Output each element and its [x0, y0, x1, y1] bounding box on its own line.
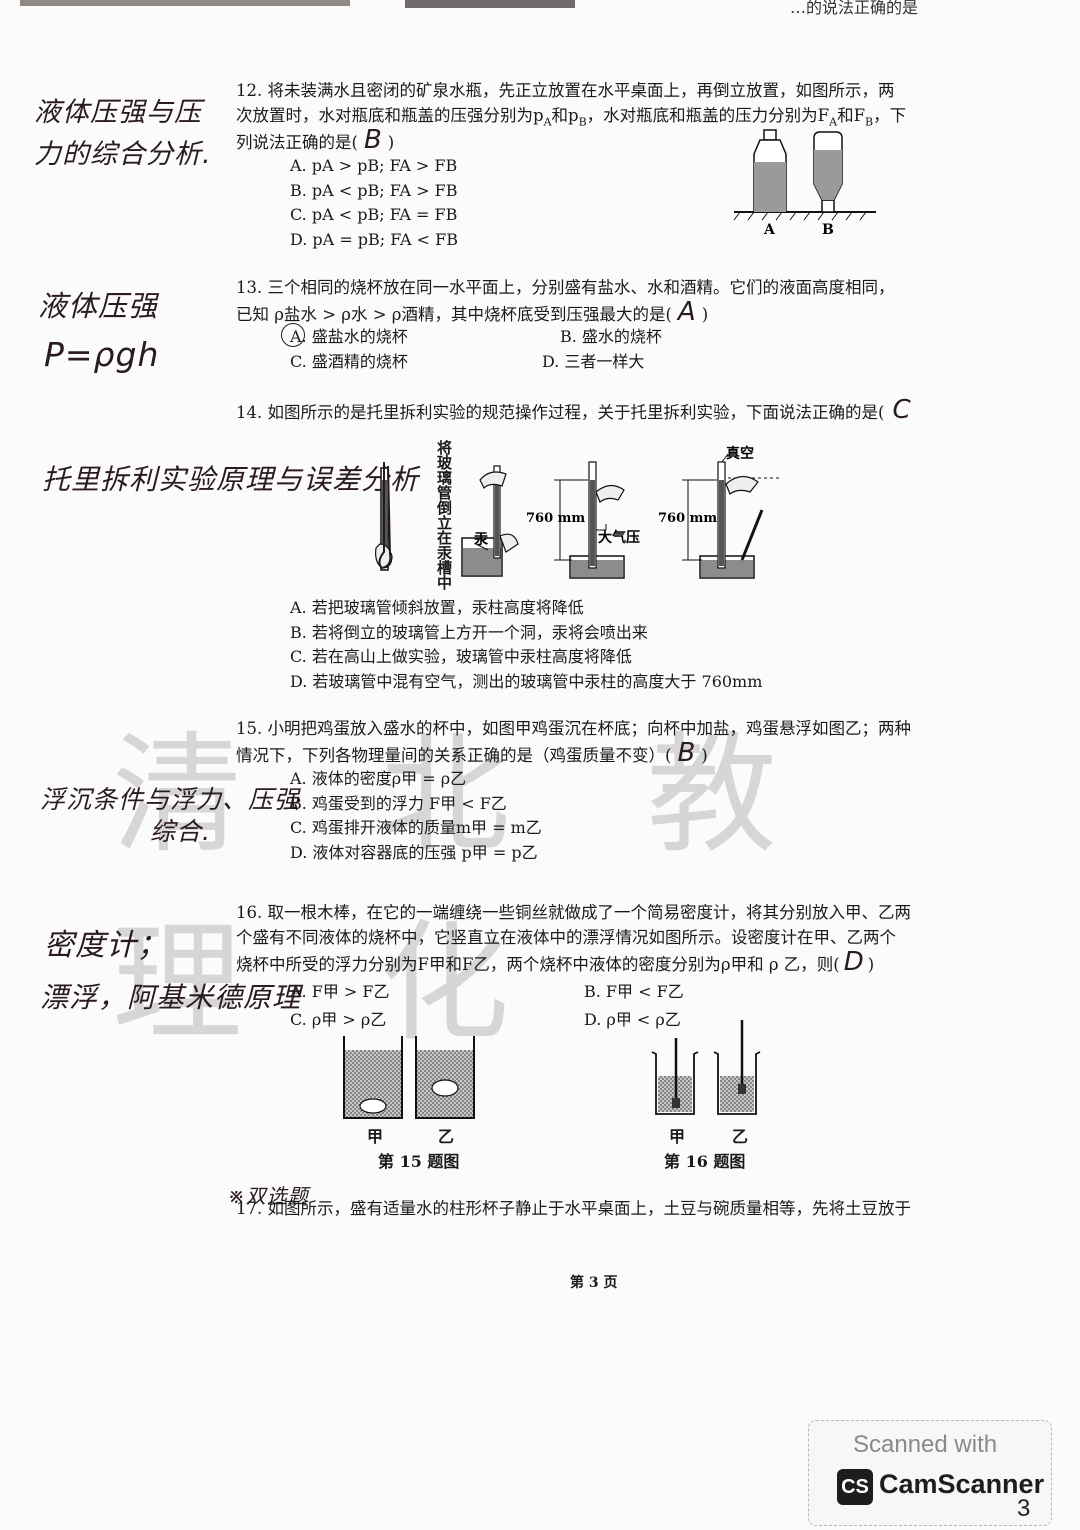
camscanner-logo-icon: CS: [837, 1469, 873, 1505]
q14-fig-760-a: 760 mm: [526, 511, 585, 526]
q12-stem-text-c: ，水对瓶底和瓶盖的压力分别为F: [586, 106, 830, 125]
q15-option-b: B. 鸡蛋受到的浮力 F甲 < F乙: [290, 793, 507, 813]
q15-handwritten-note-1: 浮沉条件与浮力、压强: [40, 785, 301, 814]
q16-answer: D: [843, 947, 864, 977]
q15-stem-line1: 15. 小明把鸡蛋放入盛水的杯中，如图甲鸡蛋沉在杯底；向杯中加盐，鸡蛋悬浮如图乙…: [236, 719, 911, 738]
top-scrap-left: [20, 0, 350, 6]
q16-fig-label-right: 乙: [732, 1127, 749, 1146]
q12-option-d: D. pA = pB; FA < FB: [290, 229, 458, 249]
q13-answer: A: [677, 297, 696, 327]
q14-torricelli-figure: 汞 760 mm 大气压 760 mm 真空: [375, 445, 780, 579]
q12-sub-b: B: [578, 115, 587, 129]
q14-fig-vertical-caption: 将玻璃管倒立在汞槽中: [435, 440, 453, 590]
q15-fig-caption: 第 15 题图: [378, 1152, 460, 1171]
q12-bottle-figure: A B: [733, 129, 876, 238]
q17-stem: 17. 如图所示，盛有适量水的柱形杯子静止于水平桌面上，土豆与碗质量相等，先将土…: [236, 1199, 911, 1218]
q15-option-c: C. 鸡蛋排开液体的质量m甲 = m乙: [290, 818, 542, 837]
q12-options: A. pA > pB; FA > FB B. pA < pB; FA > FB …: [290, 154, 458, 252]
q12-stem-line3: 列说法正确的是( B): [236, 125, 395, 155]
q14-handwritten-sketch: [378, 462, 392, 570]
q15-stem-text: 情况下，下列各物理量间的关系正确的是（鸡蛋质量不变）(: [236, 746, 672, 765]
header-partial-text: …的说法正确的是: [790, 0, 919, 17]
q15-egg-figure: [343, 1036, 475, 1119]
q13-handwritten-note-1: 液体压强: [38, 289, 159, 323]
q16-option-d: D. ρ甲 < ρ乙: [584, 1010, 681, 1029]
camscanner-brand: CamScanner: [879, 1469, 1045, 1499]
q14-options: A. 若把玻璃管倾斜放置，汞柱高度将降低 B. 若将倒立的玻璃管上方开一个洞，汞…: [290, 596, 762, 694]
q14-option-c: C. 若在高山上做实验，玻璃管中汞柱高度将降低: [290, 647, 632, 666]
top-scrap-mid: [405, 0, 575, 8]
q15-fig-label-left: 甲: [367, 1127, 384, 1146]
q12-sub-c: A: [829, 115, 838, 129]
q15-options: A. 液体的密度ρ甲 = ρ乙 B. 鸡蛋受到的浮力 F甲 < F乙 C. 鸡蛋…: [290, 767, 542, 865]
q14-answer: C: [892, 395, 911, 425]
q16-stem-text: 烧杯中所受的浮力分别为F甲和F乙，两个烧杯中液体的密度分别为ρ甲和 ρ 乙，则(: [236, 955, 840, 974]
q15-option-a: A. 液体的密度ρ甲 = ρ乙: [290, 769, 467, 788]
q15-close: ): [701, 746, 708, 765]
watermark: 清 北 教 理 化: [112, 719, 825, 1059]
q15-fig-label-right: 乙: [438, 1127, 455, 1146]
q12-fig-label-a: A: [763, 222, 776, 238]
q16-stem-line3: 烧杯中所受的浮力分别为F甲和F乙，两个烧杯中液体的密度分别为ρ甲和 ρ 乙，则(…: [236, 947, 875, 977]
q14-stem-text: 14. 如图所示的是托里拆利实验的规范操作过程，关于托里拆利实验，下面说法正确的…: [236, 403, 885, 422]
q12-stem-text-e: ，下: [873, 106, 907, 125]
q12-stem-text-d: 和F: [837, 106, 866, 125]
q14-option-d: D. 若玻璃管中混有空气，测出的玻璃管中汞柱的高度大于 760mm: [290, 671, 763, 691]
q12-option-c: C. pA < pB; FA = FB: [290, 205, 458, 224]
q13-option-b: B. 盛水的烧杯: [560, 327, 662, 346]
q15-stem-line2: 情况下，下列各物理量间的关系正确的是（鸡蛋质量不变）( B): [236, 738, 708, 768]
q16-close: ): [867, 955, 875, 974]
q12-sub-d: B: [865, 115, 874, 129]
q14-fig-vacuum: 真空: [726, 445, 754, 462]
q12-stem-line2: 次放置时，水对瓶底和瓶盖的压强分别为pA和pB，水对瓶底和瓶盖的压力分别为FA和…: [236, 103, 906, 134]
q13-option-c: C. 盛酒精的烧杯: [290, 352, 408, 371]
q12-stem-text-b: 和p: [551, 106, 579, 125]
page-number: 第 3 页: [570, 1275, 618, 1291]
q12-close: ): [387, 133, 395, 152]
q12-handwritten-note: 液体压强与压力的综合分析.: [34, 97, 212, 170]
q13-handwritten-formula: P=ρgh: [44, 335, 160, 374]
q13-stem-line2: 已知 ρ盐水 > ρ水 > ρ酒精，其中烧杯底受到压强最大的是( A): [236, 297, 709, 327]
q12-answer: B: [363, 125, 382, 155]
q12-option-a: A. pA > pB; FA > FB: [290, 156, 458, 175]
q13-stem-line1: 13. 三个相同的烧杯放在同一水平面上，分别盛有盐水、水和酒精。它们的液面高度相…: [236, 278, 895, 297]
q15-answer: B: [677, 738, 696, 768]
q16-option-c: C. ρ甲 > ρ乙: [290, 1010, 387, 1029]
camscanner-caption: Scanned with: [853, 1431, 998, 1458]
q16-stem-line1: 16. 取一根木棒，在它的一端缠绕一些铜丝就做成了一个简易密度计，将其分别放入甲…: [236, 903, 911, 922]
q13-close: ): [701, 305, 709, 324]
q16-option-a: A. F甲 > F乙: [290, 982, 390, 1001]
top-edge: …的说法正确的是: [0, 0, 1080, 17]
q12-stem-line1: 12. 将未装满水且密闭的矿泉水瓶，先正立放置在水平桌面上，再倒立放置，如图所示…: [236, 81, 895, 100]
q14-option-a: A. 若把玻璃管倾斜放置，汞柱高度将降低: [290, 598, 584, 617]
q12-stem-text-a: 次放置时，水对瓶底和瓶盖的压强分别为p: [236, 106, 544, 125]
q14-option-b: B. 若将倒立的玻璃管上方开一个洞，汞将会喷出来: [290, 622, 648, 642]
q13-option-a: A. 盛盐水的烧杯: [290, 327, 408, 346]
q17-handwritten-note: ※双选题: [228, 1184, 309, 1208]
q12-fig-label-b: B: [822, 222, 834, 238]
q16-handwritten-note-2: 漂浮，阿基米德原理: [40, 981, 302, 1014]
q13-option-d: D. 三者一样大: [542, 352, 645, 371]
q13-circle-mark: [281, 323, 305, 347]
q14-stem: 14. 如图所示的是托里拆利实验的规范操作过程，关于托里拆利实验，下面说法正确的…: [236, 395, 911, 425]
q14-fig-760-b: 760 mm: [658, 511, 717, 526]
q14-fig-mercury: 汞: [473, 532, 489, 548]
q16-handwritten-note-1: 密度计；: [44, 928, 168, 963]
q16-stem-line2: 个盛有不同液体的烧杯中，它竖直立在液体中的漂浮情况如图所示。设密度计在甲、乙两个: [236, 928, 896, 947]
camscanner-badge: Scanned with CS CamScanner 3: [808, 1420, 1052, 1526]
q12-sub-a: A: [543, 115, 552, 129]
q12-stem-text-f: 列说法正确的是(: [236, 133, 358, 152]
q16-option-b: B. F甲 < F乙: [584, 982, 684, 1001]
q16-densimeter-figure: [651, 1020, 761, 1115]
q13-stem-text: 已知 ρ盐水 > ρ水 > ρ酒精，其中烧杯底受到压强最大的是(: [236, 305, 672, 324]
q16-fig-label-left: 甲: [669, 1127, 686, 1146]
q14-fig-atm: 大气压: [598, 529, 640, 546]
camscanner-page-num: 3: [1017, 1495, 1031, 1522]
q14-handwritten-note: 托里拆利实验原理与误差分析: [42, 463, 420, 496]
q15-option-d: D. 液体对容器底的压强 p甲 = p乙: [290, 842, 538, 862]
q12-option-b: B. pA < pB; FA > FB: [290, 180, 458, 200]
q16-fig-caption: 第 16 题图: [664, 1152, 746, 1171]
q15-handwritten-note-2: 综合.: [150, 817, 211, 846]
